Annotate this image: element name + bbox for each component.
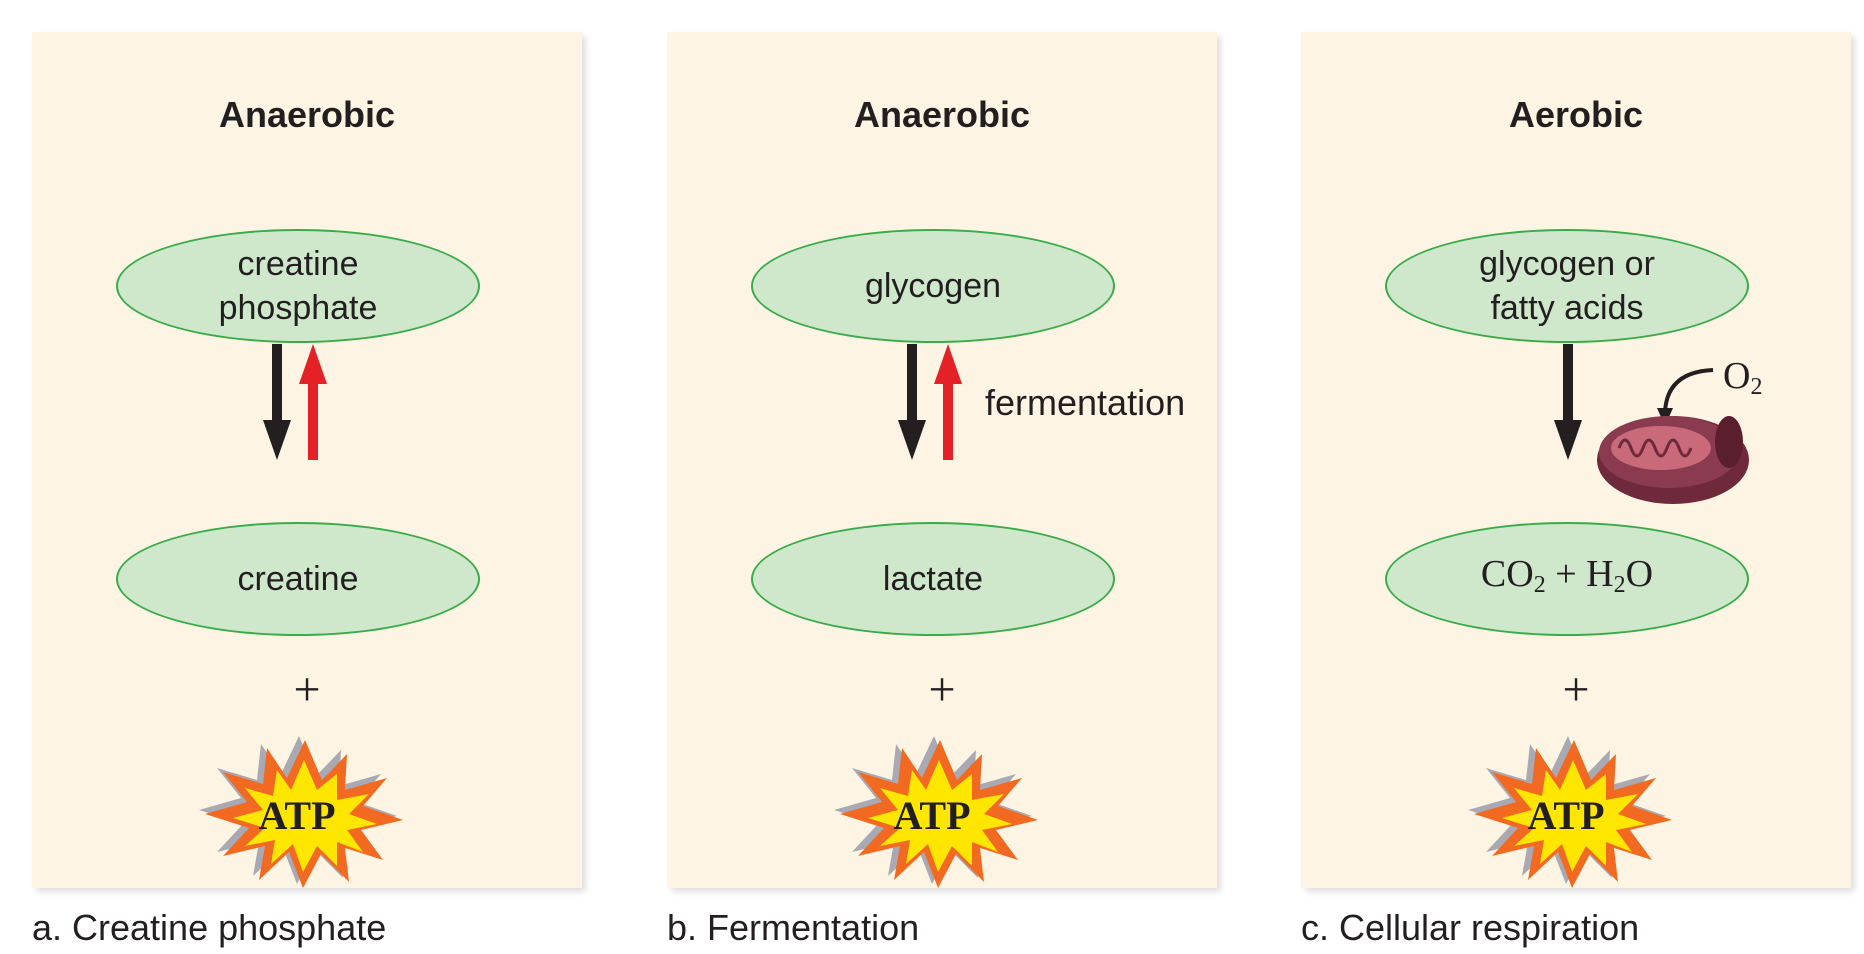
panel-heading: Anaerobic: [218, 94, 396, 135]
atp-burst-icon: ATP: [1456, 732, 1676, 892]
oval-label: creatine: [237, 560, 359, 598]
h2o-subscript: 2: [1613, 571, 1626, 598]
down-arrow-icon: [1554, 344, 1582, 460]
plus-sign: +: [293, 663, 321, 716]
panel-creatine-phosphate: Anaerobic creatine phosphate creatine + …: [32, 32, 582, 888]
co2-symbol: CO: [1480, 552, 1534, 595]
oxygen-symbol: O: [1723, 355, 1751, 397]
co2-subscript: 2: [1533, 571, 1546, 598]
plus-sign: +: [1562, 663, 1590, 716]
fermentation-label: fermentation: [985, 382, 1186, 423]
reversible-arrows: [263, 344, 327, 460]
caption-a: a. Creatine phosphate: [32, 907, 387, 948]
oval-line-1: creatine: [237, 245, 359, 283]
reversible-arrows: [898, 344, 962, 460]
caption-c: c. Cellular respiration: [1301, 907, 1640, 948]
panel-cellular-respiration: Aerobic glycogen or fatty acids O2 CO2 +…: [1301, 32, 1851, 888]
plus-sign: +: [928, 663, 956, 716]
oval-label: lactate: [882, 560, 984, 598]
glycogen-or-fatty-acids-oval: glycogen or fatty acids: [1385, 229, 1749, 343]
co2-h2o-oval: CO2 + H2O: [1385, 522, 1749, 636]
atp-label: ATP: [258, 792, 336, 838]
oxygen-label: O2: [1723, 354, 1762, 401]
atp-label: ATP: [893, 792, 971, 838]
formula-plus: +: [1545, 552, 1587, 595]
atp-label: ATP: [1527, 792, 1605, 838]
down-arrow-icon: [263, 344, 291, 460]
up-arrow-icon: [299, 344, 327, 460]
panel-fermentation: Anaerobic glycogen fermentation lactate …: [667, 32, 1217, 888]
oval-formula: CO2 + H2O: [1387, 552, 1747, 607]
oxygen-subscript: 2: [1750, 374, 1763, 400]
panel-heading: Anaerobic: [853, 94, 1031, 135]
atp-burst-icon: ATP: [187, 732, 407, 892]
h2o-hydrogen: H: [1586, 552, 1614, 595]
panel-heading: Aerobic: [1508, 94, 1644, 135]
down-arrow-icon: [898, 344, 926, 460]
oval-line-2: fatty acids: [1490, 289, 1644, 327]
mitochondrion-icon: [1597, 416, 1749, 504]
oval-label: glycogen: [864, 267, 1002, 305]
glycogen-oval: glycogen: [751, 229, 1115, 343]
lactate-oval: lactate: [751, 522, 1115, 636]
oval-line-1: glycogen or: [1479, 245, 1655, 283]
oval-line-2: phosphate: [218, 289, 378, 327]
respiration-graphics: [1554, 344, 1749, 504]
creatine-phosphate-oval: creatine phosphate: [116, 229, 480, 343]
h2o-oxygen: O: [1625, 552, 1654, 595]
up-arrow-icon: [934, 344, 962, 460]
caption-b: b. Fermentation: [667, 907, 920, 948]
atp-burst-icon: ATP: [822, 732, 1042, 892]
creatine-oval: creatine: [116, 522, 480, 636]
